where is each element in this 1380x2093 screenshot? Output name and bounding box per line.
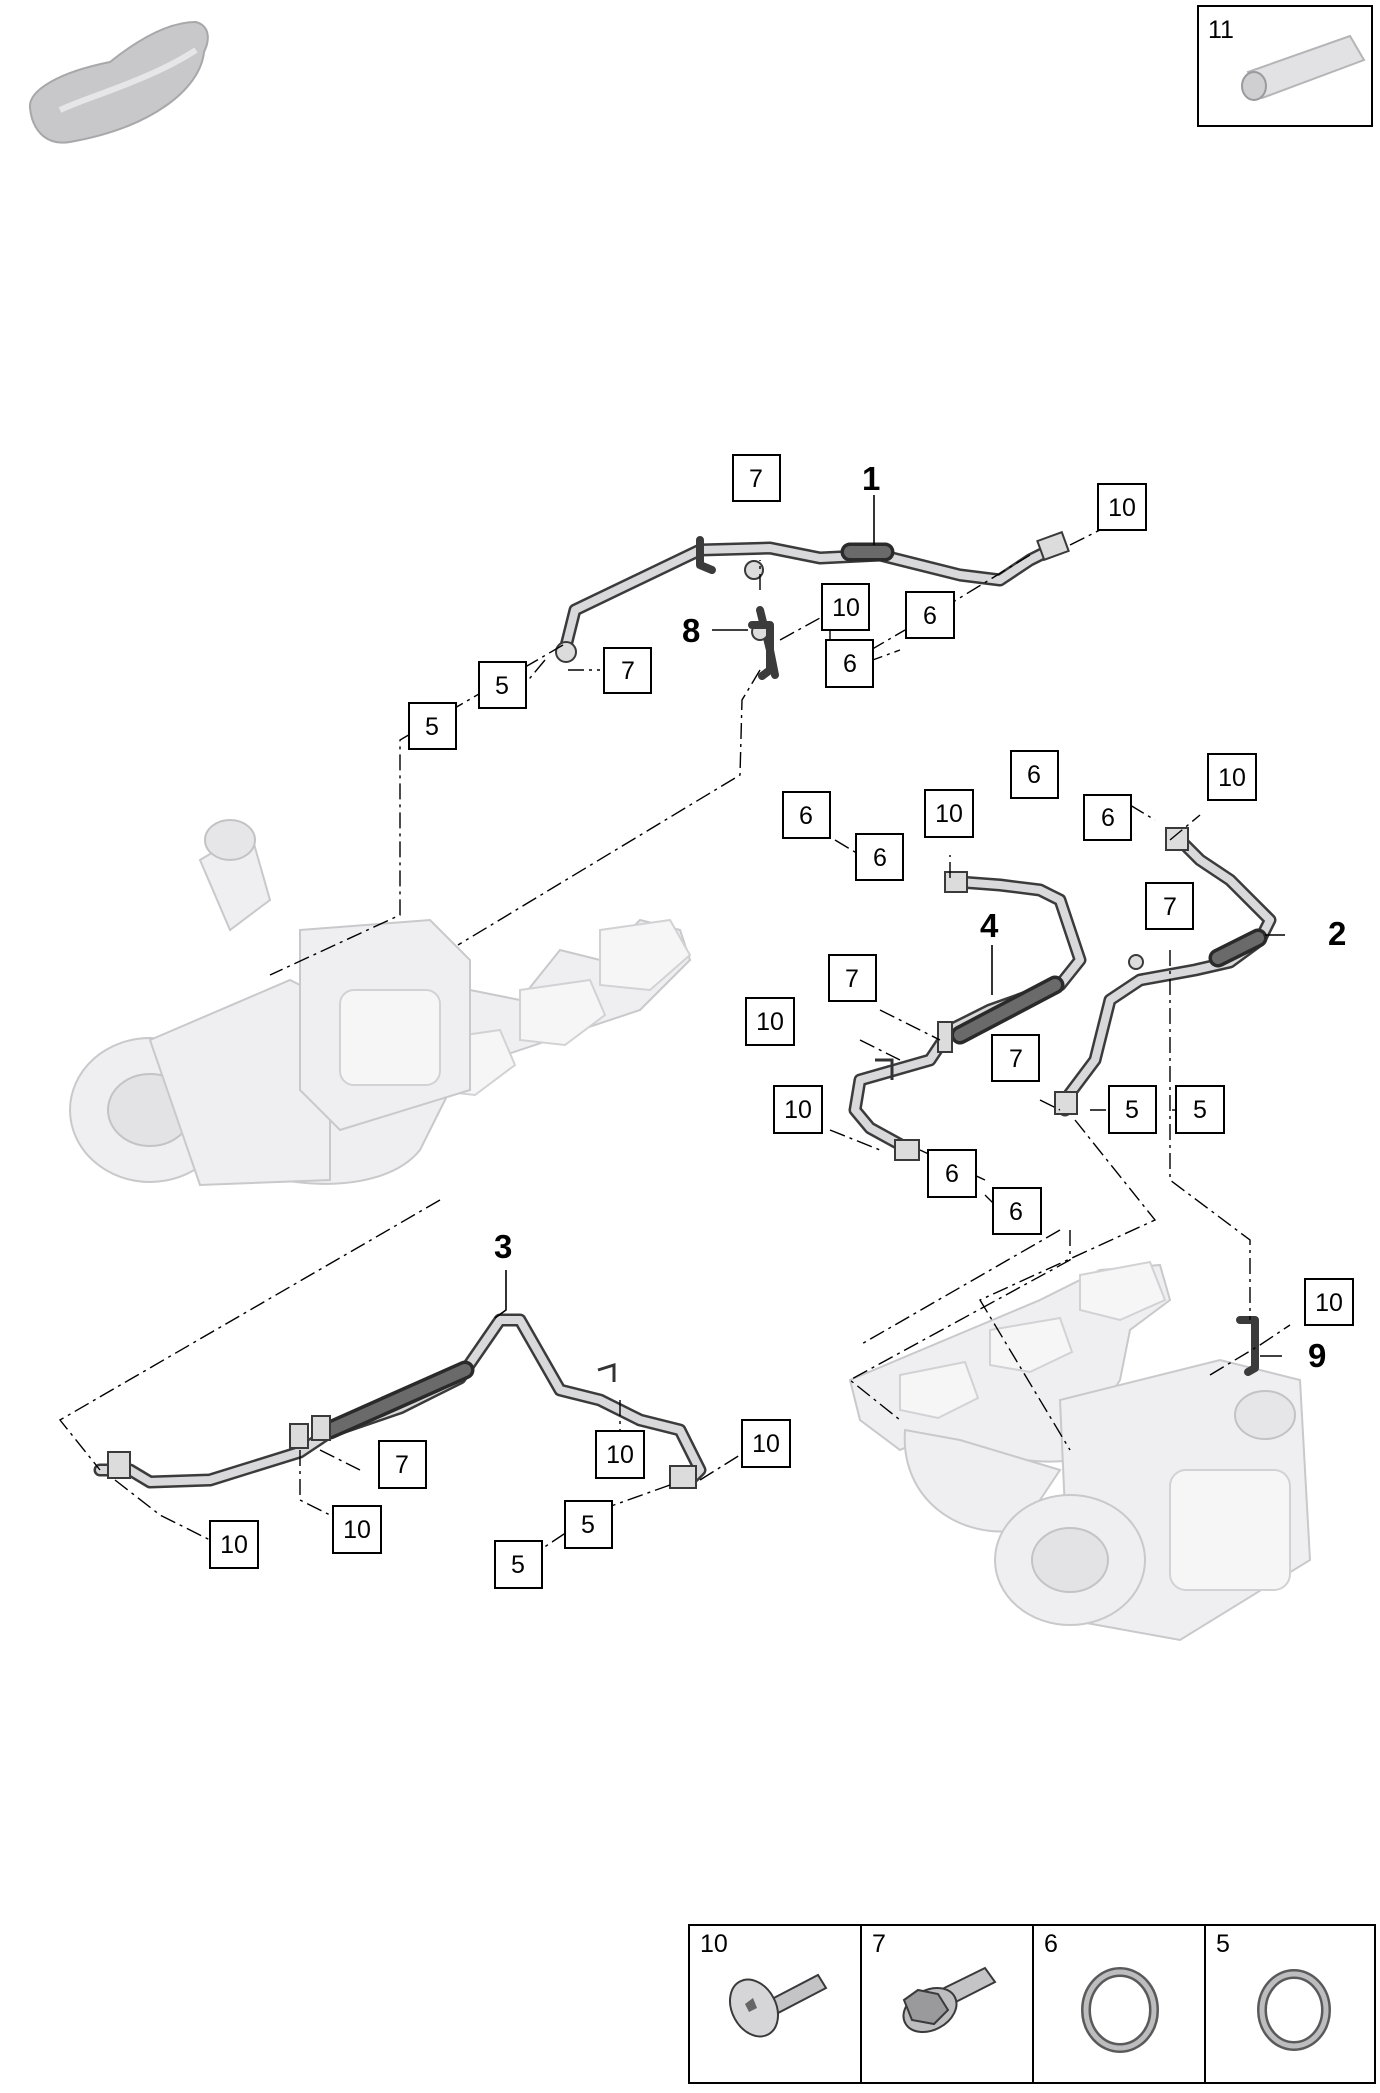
legend-item-7[interactable]: 7 bbox=[872, 1930, 997, 2041]
svg-text:10: 10 bbox=[1218, 764, 1246, 792]
legend-item-6[interactable]: 6 bbox=[1044, 1930, 1159, 2053]
callout-box[interactable]: 5 bbox=[1175, 1085, 1225, 1134]
svg-text:5: 5 bbox=[581, 1511, 595, 1539]
parts-legend: 10 7 6 5 bbox=[688, 1924, 1376, 2084]
callout-box[interactable]: 7 bbox=[991, 1034, 1040, 1082]
svg-text:6: 6 bbox=[945, 1160, 959, 1188]
svg-text:7: 7 bbox=[872, 1930, 886, 1958]
callout-box[interactable]: 7 bbox=[828, 954, 877, 1002]
callout-8: 8 bbox=[682, 612, 700, 649]
callout-9: 9 bbox=[1308, 1337, 1326, 1374]
callout-box[interactable]: 10 bbox=[821, 583, 870, 631]
callout-box[interactable]: 10 bbox=[773, 1085, 823, 1134]
callout-box[interactable]: 5 bbox=[408, 702, 457, 750]
callout-leaders bbox=[494, 495, 1285, 1357]
callout-box[interactable]: 6 bbox=[927, 1149, 977, 1198]
svg-text:10: 10 bbox=[1315, 1289, 1343, 1317]
svg-text:7: 7 bbox=[749, 465, 763, 493]
oil-line-3 bbox=[93, 1313, 707, 1489]
svg-text:5: 5 bbox=[1193, 1096, 1207, 1124]
svg-text:5: 5 bbox=[511, 1551, 525, 1579]
oil-line-4 bbox=[848, 871, 1087, 1161]
svg-text:10: 10 bbox=[756, 1008, 784, 1036]
callout-box[interactable]: 10 bbox=[209, 1520, 259, 1569]
callout-box[interactable]: 5 bbox=[494, 1540, 543, 1589]
callout-box[interactable]: 10 bbox=[332, 1505, 382, 1554]
turbocharger-left-ghost bbox=[69, 819, 692, 1187]
svg-text:10: 10 bbox=[700, 1930, 728, 1958]
svg-text:10: 10 bbox=[832, 594, 860, 622]
callout-4: 4 bbox=[980, 907, 999, 944]
svg-text:6: 6 bbox=[923, 602, 937, 630]
svg-text:6: 6 bbox=[1009, 1198, 1023, 1226]
callout-box[interactable]: 10 bbox=[745, 997, 795, 1046]
callout-box[interactable]: 6 bbox=[1010, 750, 1059, 799]
svg-text:5: 5 bbox=[1216, 1930, 1230, 1958]
svg-text:10: 10 bbox=[220, 1531, 248, 1559]
callout-3: 3 bbox=[494, 1228, 512, 1265]
car-silhouette-icon bbox=[28, 20, 209, 144]
callout-box[interactable]: 5 bbox=[1108, 1085, 1157, 1134]
callout-box[interactable]: 6 bbox=[992, 1187, 1042, 1235]
svg-text:10: 10 bbox=[343, 1516, 371, 1544]
svg-text:6: 6 bbox=[843, 650, 857, 678]
svg-text:10: 10 bbox=[935, 800, 963, 828]
svg-text:7: 7 bbox=[395, 1451, 409, 1479]
svg-text:7: 7 bbox=[1163, 893, 1177, 921]
oil-line-1 bbox=[555, 530, 1070, 679]
svg-text:10: 10 bbox=[606, 1441, 634, 1469]
bracket-8 bbox=[748, 621, 774, 680]
sealant-tube-icon bbox=[1241, 34, 1366, 101]
callout-box[interactable]: 10 bbox=[595, 1430, 645, 1479]
turbocharger-right-ghost bbox=[848, 1260, 1312, 1642]
callout-box[interactable]: 10 bbox=[924, 789, 974, 838]
callout-box[interactable]: 7 bbox=[378, 1440, 427, 1489]
legend-item-10[interactable]: 10 bbox=[700, 1930, 828, 2045]
callout-box[interactable]: 6 bbox=[905, 591, 955, 639]
legend-item-5[interactable]: 5 bbox=[1216, 1930, 1331, 2051]
svg-text:10: 10 bbox=[752, 1430, 780, 1458]
svg-text:6: 6 bbox=[1027, 761, 1041, 789]
callout-box[interactable]: 7 bbox=[1145, 882, 1194, 930]
callout-box[interactable]: 7 bbox=[603, 647, 652, 694]
svg-text:6: 6 bbox=[873, 844, 887, 872]
callout-box[interactable]: 6 bbox=[782, 791, 831, 839]
callout-box[interactable]: 7 bbox=[732, 454, 781, 502]
svg-text:7: 7 bbox=[845, 965, 859, 993]
bolt-icon bbox=[729, 1973, 828, 2038]
bracket-9 bbox=[1236, 1316, 1259, 1376]
callout-box[interactable]: 10 bbox=[1207, 753, 1257, 801]
svg-text:5: 5 bbox=[495, 672, 509, 700]
callout-box[interactable]: 10 bbox=[1304, 1278, 1354, 1326]
hex-bolt-icon bbox=[902, 1966, 997, 2034]
o-ring-icon bbox=[1081, 1967, 1159, 2053]
svg-text:5: 5 bbox=[425, 713, 439, 741]
svg-text:10: 10 bbox=[784, 1096, 812, 1124]
callout-box[interactable]: 6 bbox=[1083, 794, 1132, 841]
callout-box[interactable]: 10 bbox=[741, 1419, 791, 1468]
o-ring-icon bbox=[1257, 1969, 1331, 2051]
oil-line-2 bbox=[1054, 827, 1277, 1117]
svg-text:6: 6 bbox=[799, 802, 813, 830]
item-11-number: 11 bbox=[1208, 16, 1234, 44]
svg-text:5: 5 bbox=[1125, 1096, 1139, 1124]
svg-text:10: 10 bbox=[1108, 494, 1136, 522]
svg-text:7: 7 bbox=[621, 657, 635, 685]
callout-box[interactable]: 5 bbox=[478, 661, 527, 709]
callout-box[interactable]: 6 bbox=[855, 833, 904, 881]
callout-box[interactable]: 10 bbox=[1097, 483, 1147, 531]
svg-text:6: 6 bbox=[1044, 1930, 1058, 1958]
item-11-box[interactable]: 11 bbox=[1197, 5, 1373, 127]
callout-2: 2 bbox=[1328, 915, 1346, 952]
callout-box[interactable]: 5 bbox=[564, 1500, 613, 1549]
svg-text:7: 7 bbox=[1009, 1045, 1023, 1073]
callout-box[interactable]: 6 bbox=[825, 639, 874, 688]
callout-1: 1 bbox=[862, 460, 880, 497]
svg-text:6: 6 bbox=[1101, 804, 1115, 832]
